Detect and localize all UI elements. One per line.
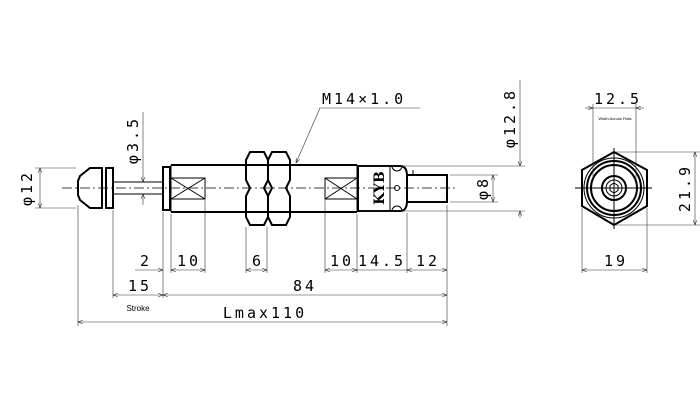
dim-end-rod: 12 — [416, 252, 440, 270]
dim-hex-corners: 21.9 — [676, 164, 694, 212]
dim-width-across-flats: 12.5 — [594, 90, 642, 108]
dim-stroke: 15 — [128, 277, 152, 295]
stroke-label: Stroke — [126, 304, 150, 313]
end-cap: KYB — [357, 165, 408, 212]
side-view: 12.5 Width Across Flats 21.9 19 — [575, 90, 700, 273]
dim-body-diameter: φ12.8 — [501, 88, 519, 148]
wrench-flats-left — [170, 177, 206, 200]
extension-lines — [35, 165, 525, 326]
dimension-lines — [40, 80, 520, 322]
flange — [162, 166, 171, 211]
lock-nuts — [245, 151, 291, 226]
dim-cap: 14.5 — [358, 252, 406, 270]
piston-rod — [113, 181, 163, 195]
dim-flange: 2 — [140, 252, 152, 270]
end-rod — [407, 170, 448, 203]
dim-rod-diameter: φ3.5 — [124, 116, 142, 164]
dim-flats-right: 10 — [330, 252, 354, 270]
brand-logo: KYB — [372, 171, 388, 205]
dim-flats-left: 10 — [177, 252, 201, 270]
dim-overall-width: 19 — [604, 252, 628, 270]
width-across-flats-label: Width Across Flats — [598, 116, 631, 121]
thread-callout: M14×1.0 — [322, 90, 406, 108]
tip-head — [77, 167, 114, 209]
dim-end-rod-diameter: φ8 — [474, 176, 492, 200]
dim-tip-diameter: φ12 — [18, 170, 36, 206]
dim-body-length: 84 — [293, 277, 317, 295]
dim-nut: 6 — [252, 252, 264, 270]
dim-total-length: Lmax110 — [223, 304, 307, 322]
